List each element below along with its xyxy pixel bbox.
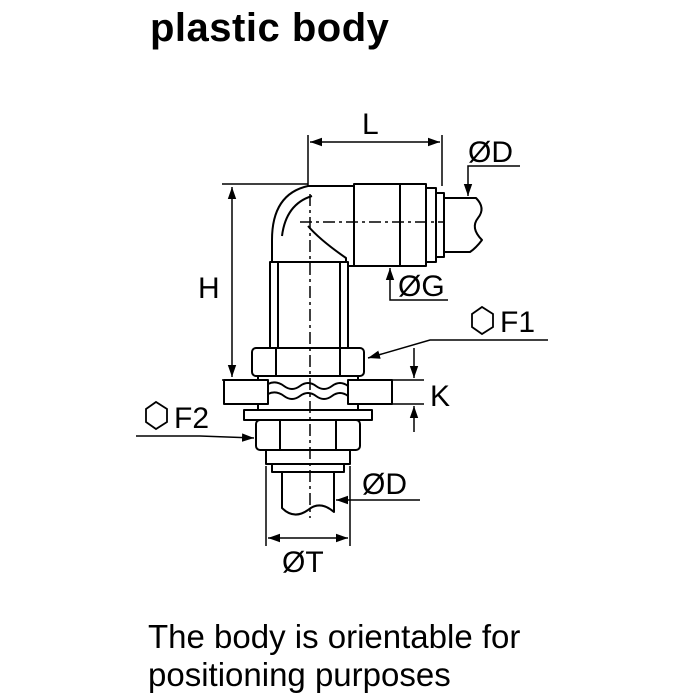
label-k: K	[430, 380, 450, 413]
label-f1: F1	[500, 306, 535, 339]
tube-bottom	[281, 472, 335, 516]
collet-housing	[353, 183, 427, 267]
washer	[243, 409, 373, 421]
nut-f2	[255, 419, 361, 451]
label-t: ØT	[282, 546, 324, 579]
caption-line-2: positioning purposes	[148, 656, 451, 693]
nut-f1	[251, 347, 365, 377]
hexagon-icon	[145, 400, 168, 431]
tube-top	[444, 197, 483, 253]
release-ring	[425, 187, 437, 263]
panel-right	[347, 379, 393, 405]
lower-collet	[265, 449, 351, 465]
label-d-top: ØD	[468, 136, 513, 169]
hexagon-icon	[471, 305, 494, 336]
caption-line-1: The body is orientable for	[148, 618, 521, 655]
diagram-title: plastic body	[150, 6, 390, 50]
caption: The body is orientable for positioning p…	[148, 618, 520, 694]
stem	[269, 261, 349, 349]
label-g: ØG	[398, 270, 445, 303]
label-h: H	[198, 272, 220, 305]
label-d-bottom: ØD	[362, 468, 407, 501]
panel-left	[223, 379, 269, 405]
label-l: L	[362, 108, 379, 141]
label-f2: F2	[174, 402, 209, 435]
